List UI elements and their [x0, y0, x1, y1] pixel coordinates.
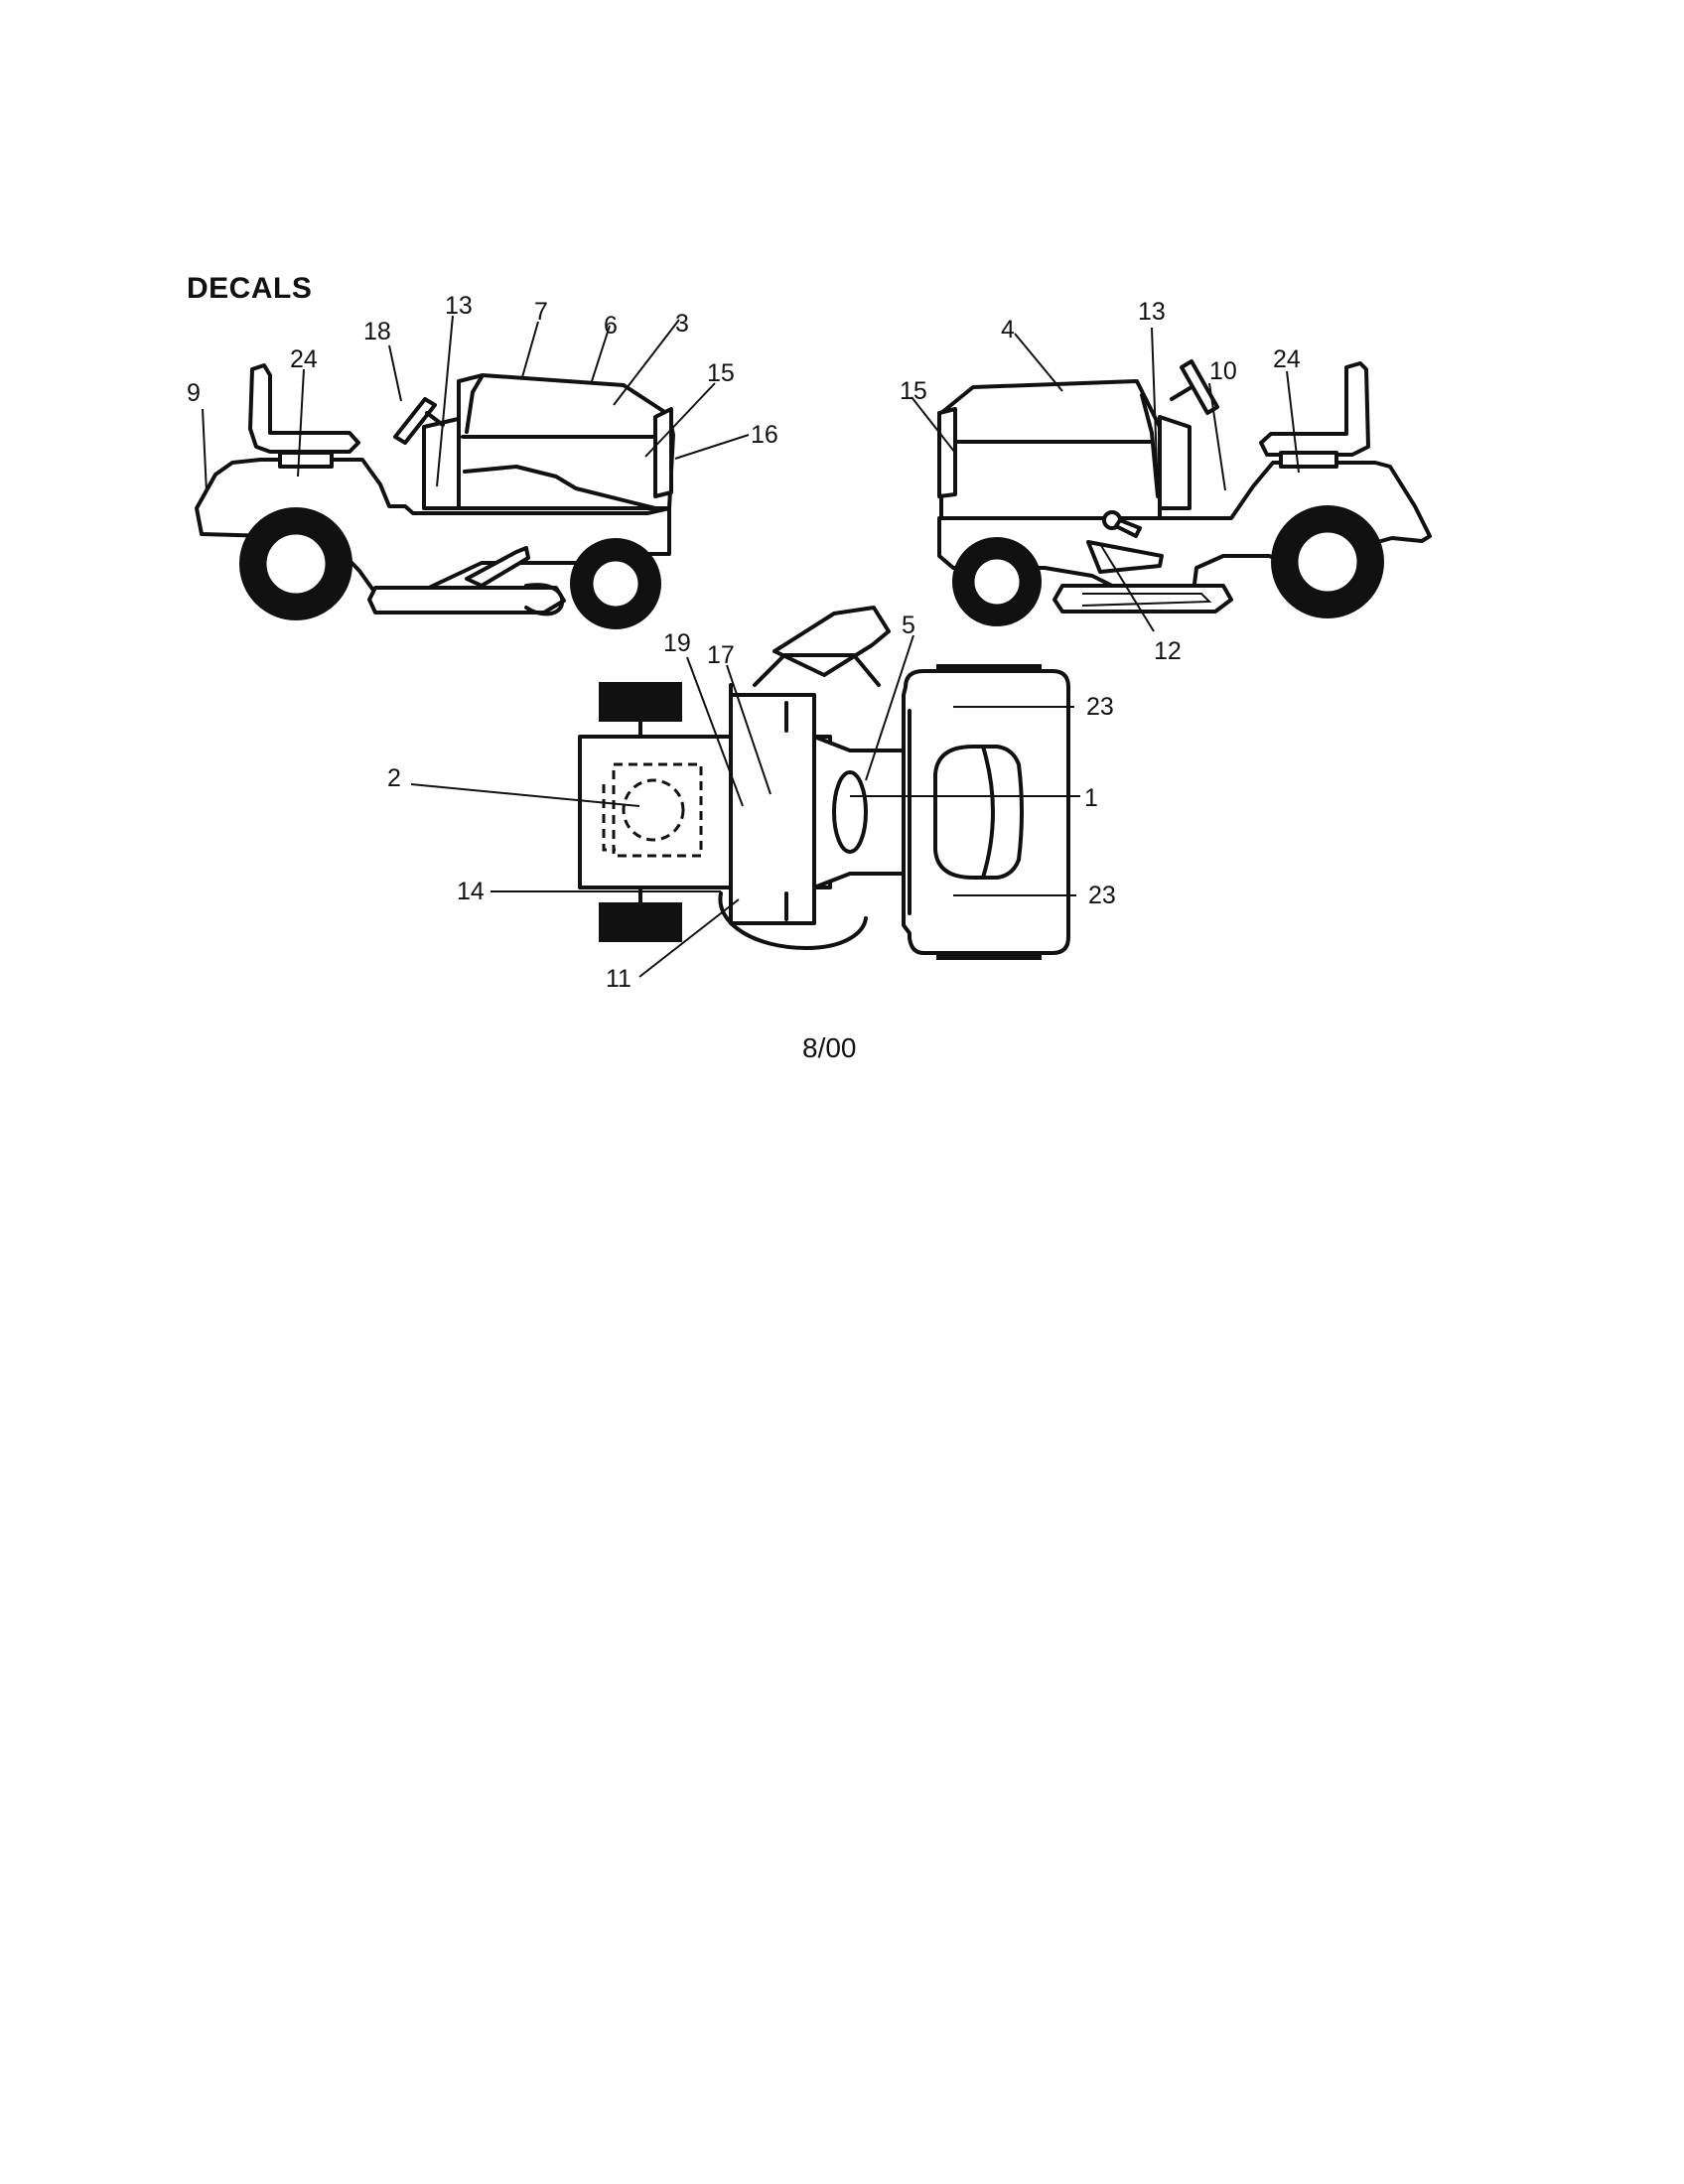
diagram-title: DECALS — [187, 272, 313, 305]
callout-24-right: 24 — [1273, 345, 1301, 373]
tractor-right-side-view — [937, 359, 1432, 626]
callout-14: 14 — [457, 878, 485, 905]
discharge-chute — [772, 606, 891, 677]
callout-labels: 9 24 18 13 7 6 3 15 16 4 13 15 10 24 12 … — [187, 292, 1301, 993]
callout-24-left: 24 — [290, 345, 318, 373]
callout-7: 7 — [534, 298, 548, 326]
front-grille — [653, 407, 673, 498]
seat-bolt-outline — [622, 778, 685, 842]
callout-11: 11 — [606, 965, 632, 993]
rear-tire-top-lower — [599, 902, 682, 942]
steering-wheel-right — [1180, 359, 1219, 415]
callout-23-lower: 23 — [1088, 882, 1116, 909]
callout-13-right: 13 — [1138, 298, 1166, 326]
seat-right — [1259, 361, 1370, 457]
callout-5: 5 — [902, 612, 915, 639]
hood — [457, 373, 675, 510]
callout-10: 10 — [1209, 357, 1237, 385]
hood-right — [939, 379, 1162, 520]
callout-leaders — [202, 315, 1300, 978]
callout-1: 1 — [1084, 784, 1098, 812]
callout-9: 9 — [187, 379, 201, 407]
front-grille-right — [937, 407, 957, 498]
callout-4: 4 — [1001, 316, 1015, 343]
seat-base — [278, 451, 334, 469]
seat-base-right — [1279, 451, 1338, 469]
dash-column-right — [1158, 415, 1192, 510]
engine-cover-top — [933, 745, 1024, 880]
callout-15-left: 15 — [707, 359, 735, 387]
callout-3: 3 — [675, 310, 689, 338]
tractor-left-side-view — [195, 363, 675, 629]
tractor-top-view — [578, 606, 1070, 960]
deck-lift — [465, 546, 530, 588]
callout-12: 12 — [1154, 637, 1182, 665]
callout-18: 18 — [363, 318, 391, 345]
rear-tire-top-upper — [599, 682, 682, 722]
callout-16: 16 — [751, 421, 778, 449]
callout-6: 6 — [604, 312, 618, 340]
callout-2: 2 — [387, 764, 401, 792]
deck-lift-right — [1086, 540, 1164, 574]
seat — [248, 363, 360, 454]
steering-wheel-top — [832, 770, 868, 854]
callout-15-right: 15 — [900, 377, 927, 405]
mower-deck-right — [1052, 584, 1233, 614]
callout-13-left: 13 — [445, 292, 473, 320]
revision-date: 8/00 — [802, 1032, 857, 1063]
callout-19: 19 — [663, 629, 691, 657]
mower-deck — [367, 586, 566, 614]
callout-23-upper: 23 — [1086, 693, 1114, 721]
callout-17: 17 — [707, 641, 735, 669]
steering-wheel — [393, 397, 437, 445]
